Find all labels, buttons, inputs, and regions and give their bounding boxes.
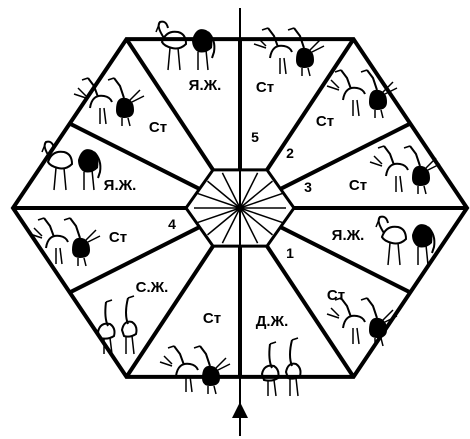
- sector-label: Ст: [203, 310, 221, 327]
- path-number: 3: [304, 179, 312, 195]
- two-dancing-cranes-icon: [327, 298, 397, 346]
- sector-label: Я.Ж.: [189, 77, 222, 94]
- center-spoke: [240, 181, 273, 208]
- center-spoke: [240, 208, 273, 235]
- two-dancing-cranes-icon: [254, 28, 324, 76]
- path-number: 5: [251, 129, 259, 145]
- sector-label: Я.Ж.: [332, 227, 365, 244]
- center-spoke: [207, 208, 240, 235]
- center-spoke: [207, 181, 240, 208]
- two-standing-cranes-icon: [98, 296, 137, 354]
- sector-label: Ст: [316, 113, 334, 130]
- path-number: 1: [286, 245, 294, 261]
- sector-divider: [127, 246, 214, 377]
- sector-label: С.Ж.: [136, 279, 169, 296]
- sector-label: Д.Ж.: [256, 313, 289, 330]
- sector-label: Ст: [256, 79, 274, 96]
- sector-label: Я.Ж.: [104, 177, 137, 194]
- path-number: 2: [286, 145, 294, 161]
- two-dancing-cranes-icon: [30, 218, 100, 266]
- sector-label: Ст: [349, 177, 367, 194]
- two-standing-cranes-icon: [262, 338, 301, 396]
- path-number: 4: [168, 216, 176, 232]
- sector-label: Ст: [149, 119, 167, 136]
- sector-label: Ст: [109, 229, 127, 246]
- up-arrow-icon: [232, 402, 248, 418]
- two-feeding-birds-icon: [376, 217, 434, 265]
- two-dancing-cranes-icon: [160, 346, 230, 394]
- two-feeding-birds-icon: [156, 22, 214, 70]
- sector-divider: [267, 246, 354, 377]
- two-dancing-cranes-icon: [327, 70, 397, 118]
